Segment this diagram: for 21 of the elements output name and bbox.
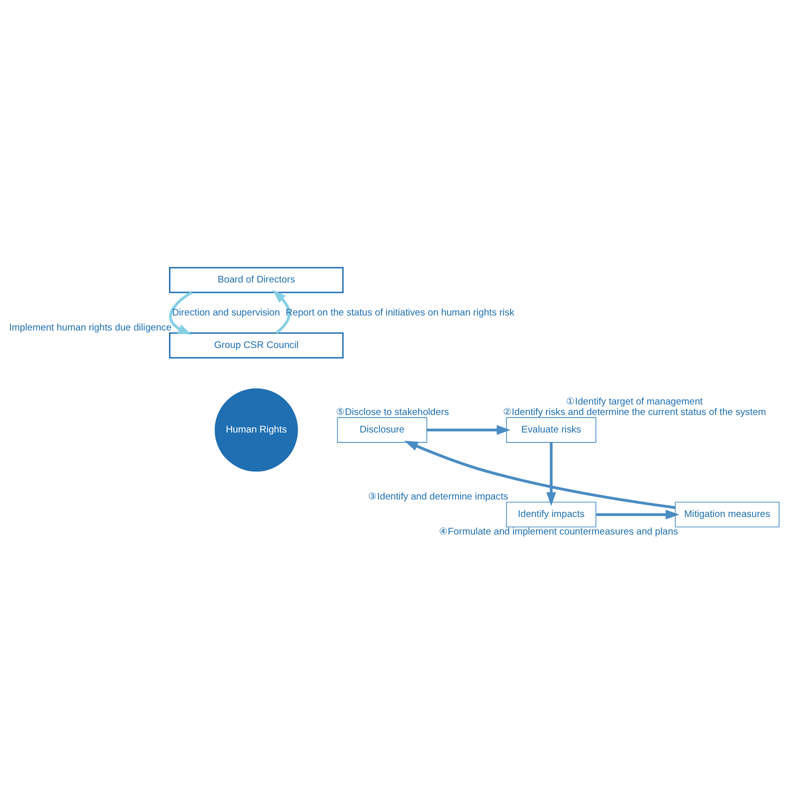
- arrow: [272, 290, 291, 334]
- node-label: Implement human rights due diligence: [9, 322, 172, 334]
- node-box: Disclosure: [337, 417, 428, 443]
- edge-label: Report on the status of initiatives on human rights risk: [286, 307, 514, 318]
- node-circle: Human Rights: [214, 388, 298, 472]
- node-box: Identify impacts: [506, 502, 596, 528]
- node-label: ②Identify risks and determine the current status of the system: [502, 407, 766, 418]
- node-box: Mitigation measures: [674, 502, 780, 528]
- arrow: [404, 440, 676, 509]
- arrow: [427, 425, 510, 435]
- edge-label: Direction and supervision: [172, 307, 280, 318]
- node-box: Evaluate risks: [506, 417, 596, 443]
- arrow: [169, 291, 192, 335]
- arrow: [546, 442, 556, 506]
- node-label: ①Identify target of management: [566, 396, 703, 408]
- node-box: Board of Directors: [169, 267, 344, 294]
- node-box: Group CSR Council: [169, 332, 344, 358]
- node-label: ④Formulate and implement countermeasures and plans: [438, 526, 678, 538]
- node-label: ⑤Disclose to stakeholders: [336, 407, 449, 418]
- arrow: [596, 510, 680, 520]
- node-label: ③Identify and determine impacts: [368, 492, 508, 503]
